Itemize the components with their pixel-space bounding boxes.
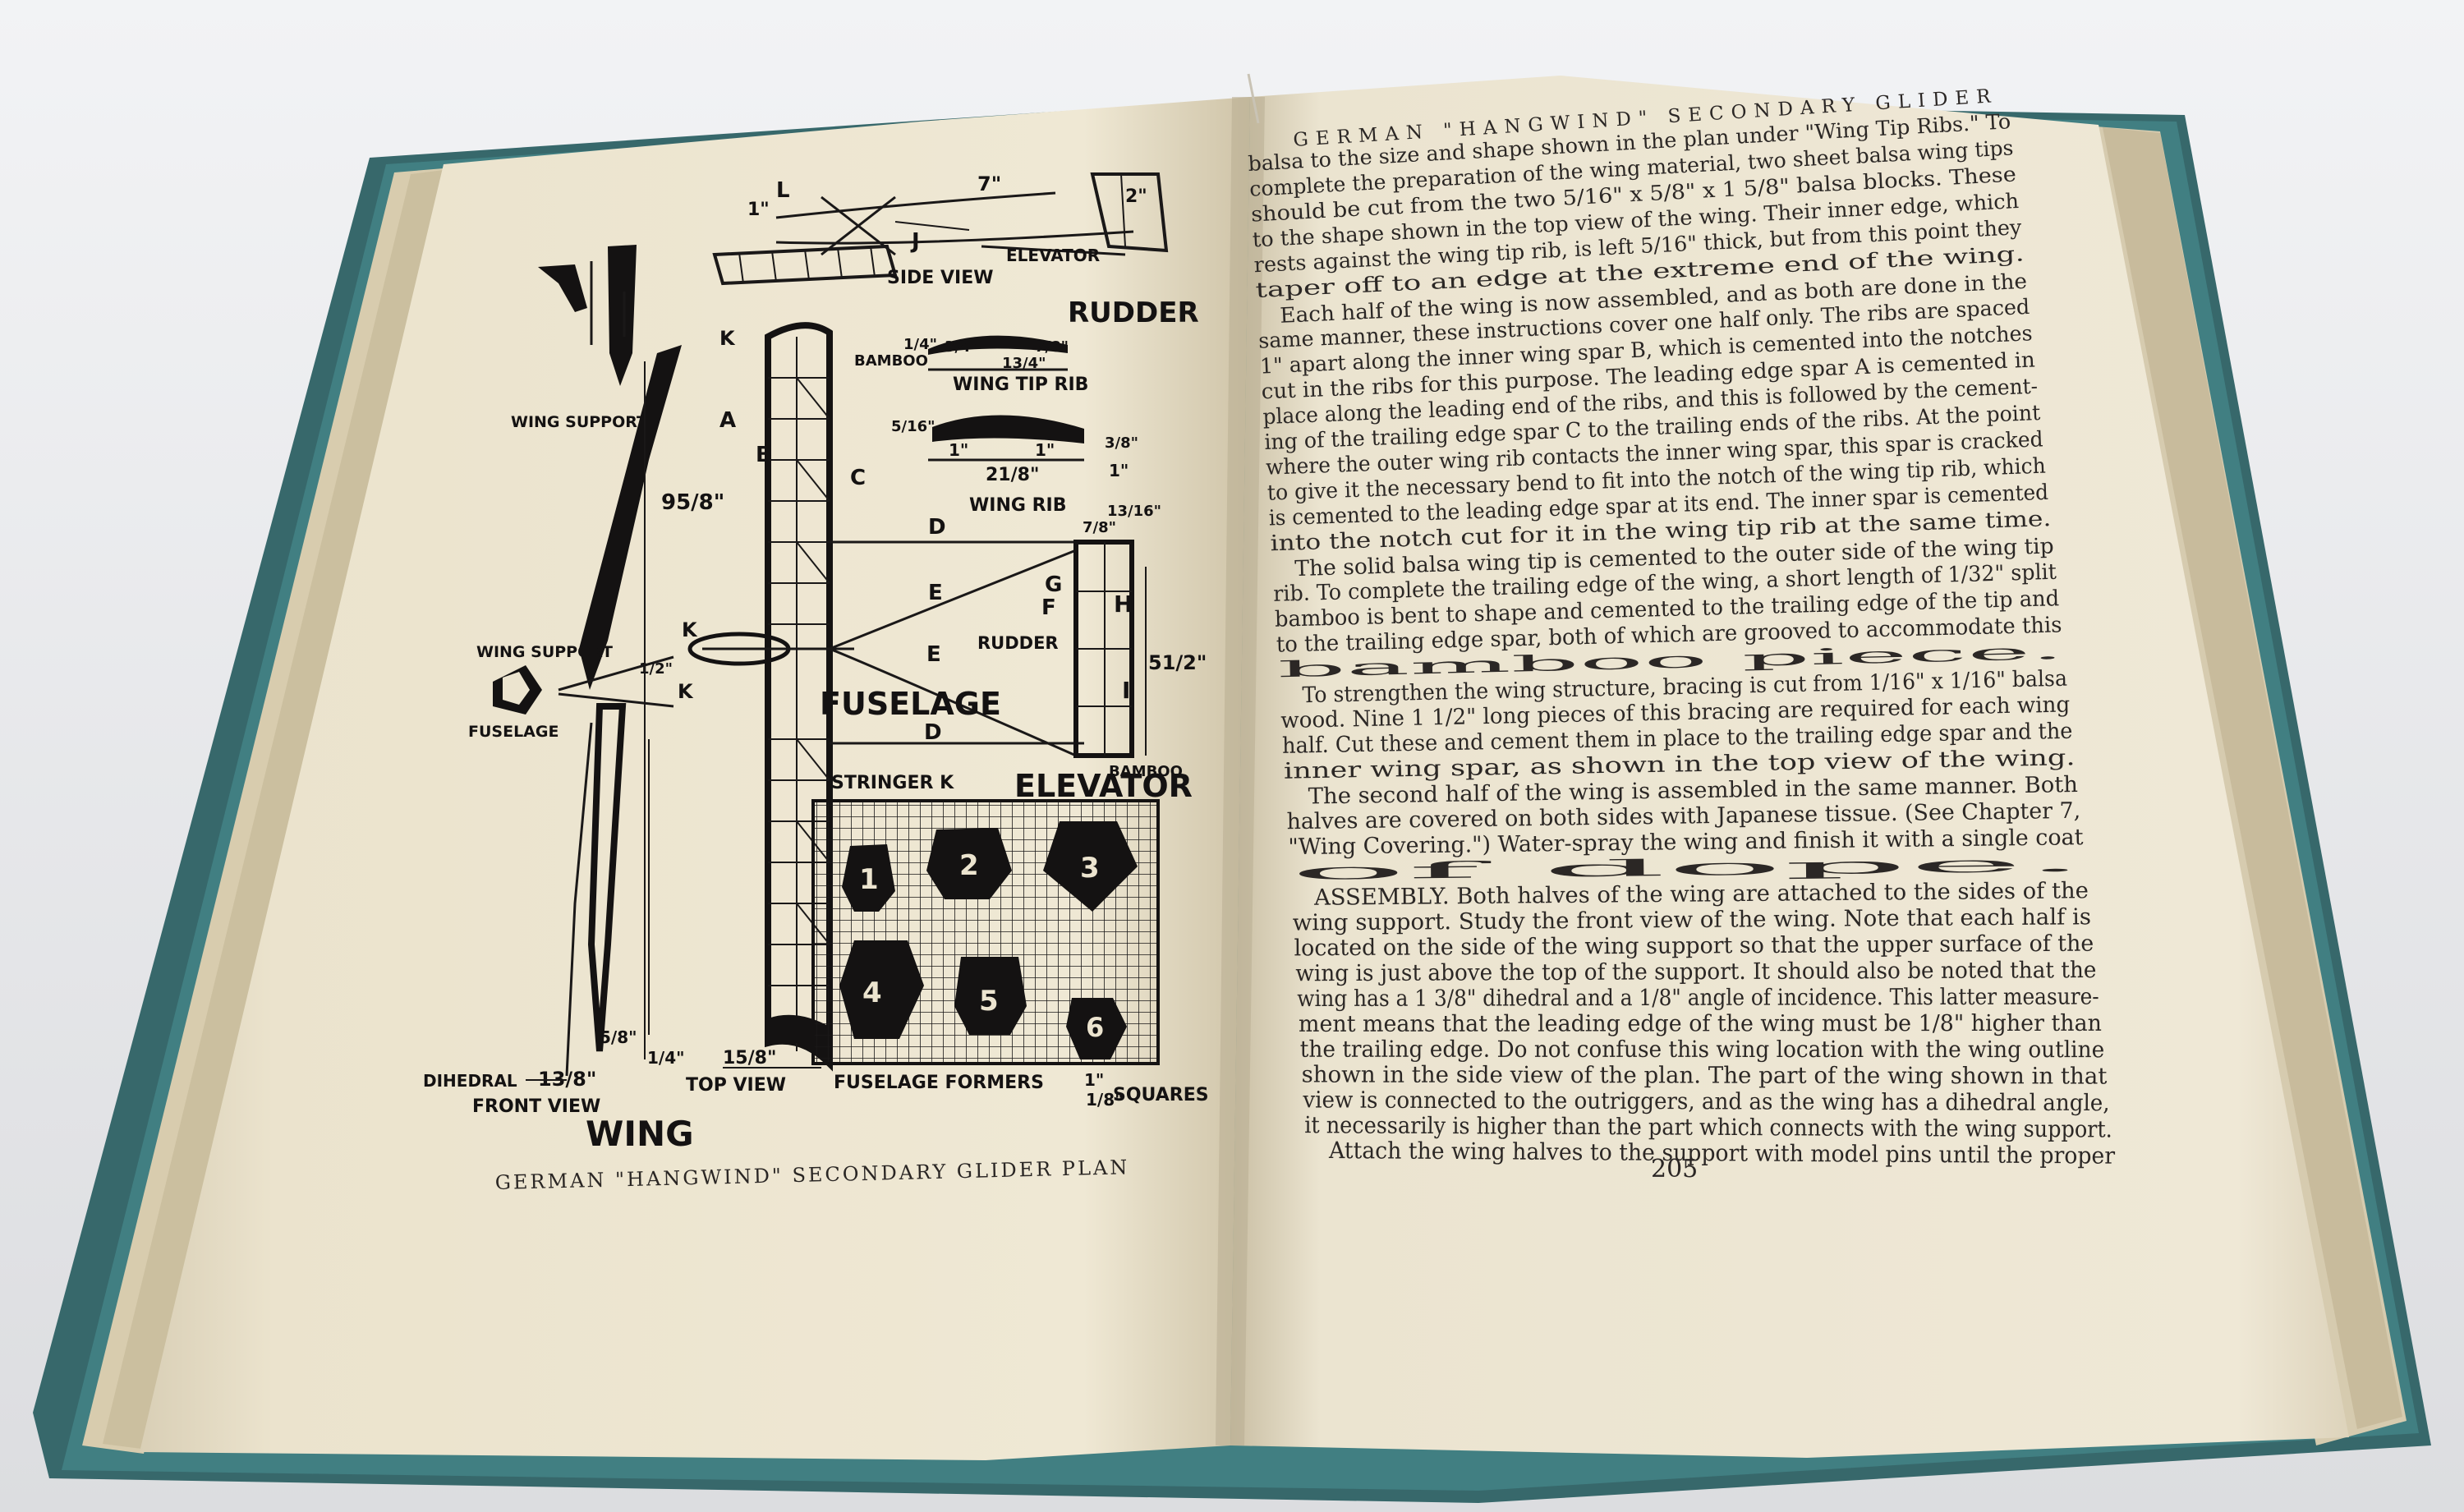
body-line: wing is just above the top of the suppor… bbox=[1295, 957, 2096, 986]
dim-label: 5/16" bbox=[891, 418, 935, 435]
label-fuselage-title: FUSELAGE bbox=[820, 686, 1001, 722]
dim-label: 1" bbox=[949, 440, 968, 460]
dim-label: 95/8" bbox=[661, 490, 724, 515]
label-wing-title: WING bbox=[586, 1114, 694, 1154]
letter-H: H bbox=[1114, 591, 1133, 618]
label-wing-support-mid: WING SUPPORT bbox=[476, 643, 613, 661]
label-side-view: SIDE VIEW bbox=[887, 268, 994, 288]
dim-label: 1" bbox=[1035, 440, 1055, 460]
former-6 bbox=[1066, 998, 1127, 1059]
dim-label: 2" bbox=[1125, 186, 1147, 207]
letter-F: F bbox=[1041, 595, 1056, 620]
dim-label: 1/4" bbox=[647, 1048, 685, 1068]
dim-label: 7/8" bbox=[1083, 519, 1116, 536]
side-view-drawing bbox=[538, 172, 1169, 386]
dim-label: 13/4" bbox=[1002, 355, 1046, 372]
letter-G: G bbox=[1045, 572, 1062, 597]
former-2 bbox=[926, 828, 1012, 899]
label-rudder-small: RUDDER bbox=[977, 633, 1059, 653]
label-rudder-title: RUDDER bbox=[1068, 296, 1199, 329]
body-line: shown in the side view of the plan. The … bbox=[1302, 1061, 2108, 1090]
former-number: 5 bbox=[979, 985, 999, 1018]
page-number: 205 bbox=[1651, 1155, 1698, 1183]
former-number: 4 bbox=[862, 977, 882, 1009]
former-number: 6 bbox=[1086, 1012, 1104, 1043]
dim-label: 1" bbox=[1109, 461, 1129, 480]
label-front-view: FRONT VIEW bbox=[472, 1096, 600, 1117]
dim-label: 1/4" bbox=[903, 336, 937, 353]
dim-label: 7/8" bbox=[1035, 338, 1069, 356]
top-view-drawing bbox=[493, 322, 1134, 1077]
body-line: Attach the wing halves to the support wi… bbox=[1328, 1137, 2116, 1170]
label-elevator-small: ELEVATOR bbox=[1006, 246, 1100, 265]
right-page-text: GERMAN "HANGWIND" SECONDARY GLIDER balsa… bbox=[1248, 85, 2116, 1183]
former-number: 2 bbox=[959, 849, 979, 882]
former-number: 3 bbox=[1080, 852, 1100, 885]
label-fuselage-small: FUSELAGE bbox=[468, 723, 559, 741]
body-line: ment means that the leading edge of the … bbox=[1299, 1009, 2102, 1037]
dim-label: 5/8" bbox=[600, 1027, 637, 1047]
former-3 bbox=[1043, 821, 1138, 912]
body-line: view is connected to the outriggers, and… bbox=[1302, 1086, 2109, 1116]
body-line: the trailing edge. Do not confuse this w… bbox=[1300, 1036, 2104, 1064]
rib-profiles bbox=[928, 335, 1084, 462]
bookmark-thread bbox=[1247, 73, 1260, 124]
dim-label: 21/8" bbox=[986, 465, 1039, 485]
letter-K: K bbox=[682, 618, 698, 641]
dim-label: 1" bbox=[1084, 1070, 1104, 1090]
letter-J: J bbox=[910, 229, 920, 254]
label-dihedral: DIHEDRAL bbox=[423, 1071, 517, 1091]
letter-C: C bbox=[850, 466, 866, 490]
dim-label: 1/2" bbox=[639, 660, 673, 678]
letter-I: I bbox=[1122, 677, 1130, 704]
label-wing-tip-rib: WING TIP RIB bbox=[953, 375, 1088, 395]
label-wing-rib: WING RIB bbox=[969, 495, 1066, 516]
label-bamboo-bottom: BAMBOO bbox=[1109, 763, 1183, 780]
label-elevator-title: ELEVATOR bbox=[1014, 768, 1193, 804]
letter-D: D bbox=[924, 720, 942, 745]
letter-K: K bbox=[678, 680, 694, 703]
fuselage-formers-grid bbox=[811, 799, 1160, 1065]
dim-label: 13/16" bbox=[1107, 503, 1161, 520]
label-squares: SQUARES bbox=[1113, 1085, 1209, 1105]
former-1 bbox=[842, 844, 895, 912]
label-bamboo-top: BAMBOO bbox=[854, 352, 928, 370]
body-text-block: balsa to the size and shape shown in the… bbox=[1248, 109, 2116, 1170]
letter-E: E bbox=[926, 642, 941, 667]
label-wing-support-top: WING SUPPORT bbox=[511, 413, 647, 431]
label-stringer-k: STRINGER K bbox=[831, 773, 954, 793]
former-number: 1 bbox=[859, 863, 879, 896]
dimension-labels: 7" 1" 2" 1/4" 3/4" 13/4" 7/8" 5/16" 1" 1… bbox=[526, 172, 1207, 1110]
body-line: located on the side of the wing support … bbox=[1294, 931, 2094, 962]
letter-D: D bbox=[928, 515, 946, 540]
dim-label: 15/8" bbox=[723, 1048, 776, 1069]
body-line: it necessarily is higher than the part w… bbox=[1304, 1111, 2112, 1142]
former-5 bbox=[954, 957, 1027, 1035]
letter-B: B bbox=[756, 443, 772, 467]
label-fuselage-formers: FUSELAGE FORMERS bbox=[834, 1073, 1044, 1093]
letter-K: K bbox=[719, 327, 736, 350]
dim-label: 3/8" bbox=[1105, 434, 1138, 452]
former-numbers: 1 2 3 4 5 6 bbox=[859, 849, 1104, 1043]
dim-label: 1" bbox=[747, 200, 770, 220]
label-top-view: TOP VIEW bbox=[686, 1075, 786, 1096]
letter-A: A bbox=[719, 408, 736, 433]
dim-label: 7" bbox=[977, 172, 1001, 195]
letter-E: E bbox=[928, 581, 943, 605]
part-letters: A B C D D E E F G H I J K K K L bbox=[678, 178, 1133, 745]
letter-L: L bbox=[776, 178, 790, 203]
right-page bbox=[1230, 76, 2349, 1458]
dim-label: 1/8" bbox=[1086, 1090, 1124, 1110]
gutter-shadow bbox=[1216, 97, 1265, 1445]
dim-label: 3/4" bbox=[945, 338, 978, 356]
body-line: wing support. Study the front view of th… bbox=[1293, 904, 2092, 935]
former-4 bbox=[839, 940, 924, 1039]
dim-label: 51/2" bbox=[1148, 651, 1207, 674]
body-line: wing has a 1 3/8" dihedral and a 1/8" an… bbox=[1297, 984, 2099, 1013]
